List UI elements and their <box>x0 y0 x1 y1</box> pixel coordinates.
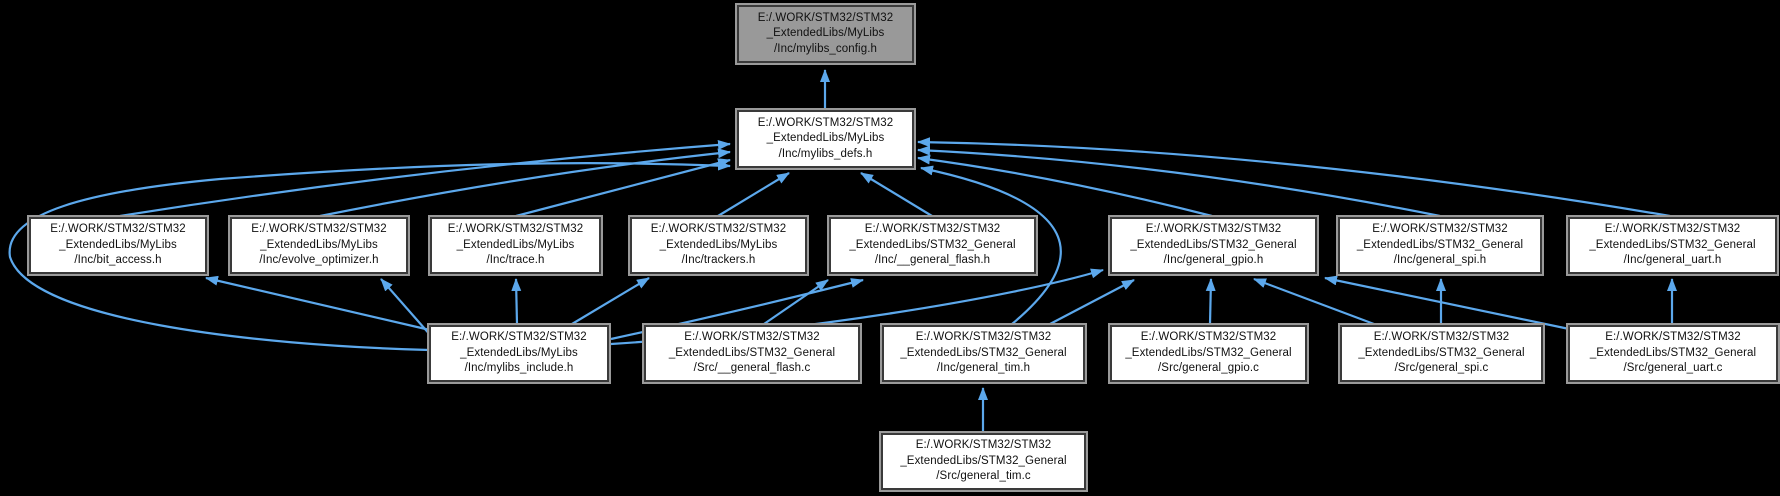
node-label-line: E:/.WORK/STM32/STM32 <box>1145 223 1282 236</box>
node-label-line: /Inc/general_tim.h <box>936 362 1031 375</box>
node-label-line: /Src/general_tim.c <box>936 470 1031 483</box>
node-label-line: E:/.WORK/STM32/STM32 <box>915 331 1052 344</box>
node-label-line: E:/.WORK/STM32/STM32 <box>650 223 787 236</box>
edge-evolve_optimizer-to-mylibs_defs <box>319 148 731 218</box>
node-label-line: _ExtendedLibs/STM32_General <box>1125 346 1292 359</box>
node-label-line: E:/.WORK/STM32/STM32 <box>757 11 894 24</box>
edge-mylibs_include-to-trackers <box>571 277 650 325</box>
node-general-flash-h[interactable]: E:/.WORK/STM32/STM32 _ExtendedLibs/STM32… <box>829 217 1036 274</box>
node-label-line: _ExtendedLibs/MyLibs <box>766 27 885 40</box>
edge-mylibs_include-to-trace <box>511 278 522 325</box>
node-general-gpio-c[interactable]: E:/.WORK/STM32/STM32 _ExtendedLibs/STM32… <box>1110 325 1307 382</box>
node-general-tim-c[interactable]: E:/.WORK/STM32/STM32 _ExtendedLibs/STM32… <box>881 433 1086 490</box>
node-general-gpio-h[interactable]: E:/.WORK/STM32/STM32 _ExtendedLibs/STM32… <box>1110 217 1317 274</box>
node-label-line: _ExtendedLibs/MyLibs <box>659 238 778 251</box>
node-label-line: /Inc/mylibs_defs.h <box>778 147 873 160</box>
node-general-flash-c[interactable]: E:/.WORK/STM32/STM32 _ExtendedLibs/STM32… <box>644 325 860 382</box>
node-label-line: /Inc/general_uart.h <box>1623 254 1722 267</box>
edge-general_uart_h-to-mylibs_defs <box>917 137 1671 218</box>
node-general-tim-h[interactable]: E:/.WORK/STM32/STM32 _ExtendedLibs/STM32… <box>882 325 1085 382</box>
edge-trace-to-mylibs_defs <box>515 158 731 218</box>
edge-general_flash_h-to-mylibs_defs <box>860 172 933 217</box>
node-bit-access-h[interactable]: E:/.WORK/STM32/STM32 _ExtendedLibs/MyLib… <box>29 217 207 274</box>
node-label-line: _ExtendedLibs/MyLibs <box>766 132 885 145</box>
node-label-line: _ExtendedLibs/STM32_General <box>1589 346 1757 359</box>
node-label-line: /Src/general_spi.c <box>1394 362 1489 375</box>
node-label-line: /Inc/mylibs_include.h <box>464 362 574 375</box>
node-label-line: E:/.WORK/STM32/STM32 <box>1604 223 1741 236</box>
node-label-line: E:/.WORK/STM32/STM32 <box>447 223 584 236</box>
node-label-line: _ExtendedLibs/STM32_General <box>1358 346 1525 359</box>
node-label-line: E:/.WORK/STM32/STM32 <box>251 223 387 236</box>
edge-mylibs_include-to-evolve_optimizer <box>380 278 433 338</box>
node-general-uart-c[interactable]: E:/.WORK/STM32/STM32 _ExtendedLibs/STM32… <box>1568 325 1778 382</box>
edge-general_flash_c-to-general_flash_h <box>763 279 829 325</box>
node-label-line: E:/.WORK/STM32/STM32 <box>1605 331 1741 344</box>
edge-mylibs_include-to-general_flash_h <box>610 278 864 341</box>
node-label-line: _ExtendedLibs/STM32_General <box>900 346 1067 359</box>
node-label-line: /Inc/__general_flash.h <box>874 254 991 267</box>
node-label-line: /Inc/bit_access.h <box>74 254 162 267</box>
node-label-line: E:/.WORK/STM32/STM32 <box>864 223 1001 236</box>
node-label-line: /Src/__general_flash.c <box>693 362 811 375</box>
node-label-line: E:/.WORK/STM32/STM32 <box>50 223 186 236</box>
node-label-line: /Inc/general_spi.h <box>1393 254 1487 267</box>
node-label-line: _ExtendedLibs/STM32_General <box>1130 238 1297 251</box>
node-label-line: E:/.WORK/STM32/STM32 <box>684 331 820 344</box>
edge-general_tim_h-to-general_gpio_h <box>1049 279 1135 325</box>
node-mylibs-include-h[interactable]: E:/.WORK/STM32/STM32 _ExtendedLibs/MyLib… <box>429 325 609 382</box>
node-general-spi-c[interactable]: E:/.WORK/STM32/STM32 _ExtendedLibs/STM32… <box>1340 325 1543 382</box>
node-label-line: _ExtendedLibs/STM32_General <box>668 346 836 359</box>
edge-trackers-to-mylibs_defs <box>717 172 790 217</box>
node-label-line: /Src/general_gpio.c <box>1158 362 1259 375</box>
node-trace-h[interactable]: E:/.WORK/STM32/STM32 _ExtendedLibs/MyLib… <box>430 217 601 274</box>
node-label-line: /Inc/evolve_optimizer.h <box>259 254 379 267</box>
node-label-line: /Inc/mylibs_config.h <box>774 42 877 55</box>
edge-bit_access-to-mylibs_defs <box>119 139 731 218</box>
node-label-line: E:/.WORK/STM32/STM32 <box>1140 331 1277 344</box>
node-label-line: E:/.WORK/STM32/STM32 <box>451 331 587 344</box>
node-label-line: E:/.WORK/STM32/STM32 <box>1373 331 1510 344</box>
node-label-line: /Src/general_uart.c <box>1623 362 1723 375</box>
edge-mylibs_include-to-mylibs_defs <box>8 160 731 352</box>
node-label-line: _ExtendedLibs/MyLibs <box>456 238 575 251</box>
edge-general_uart_c-to-general_gpio_h <box>1324 275 1575 332</box>
edge-general_spi_h-to-mylibs_defs <box>917 145 1441 218</box>
node-general-uart-h[interactable]: E:/.WORK/STM32/STM32 _ExtendedLibs/STM32… <box>1568 217 1777 274</box>
edge-general_gpio_c-to-general_gpio_h <box>1205 278 1216 325</box>
edge-general_gpio_h-to-mylibs_defs <box>917 154 1213 218</box>
node-trackers-h[interactable]: E:/.WORK/STM32/STM32 _ExtendedLibs/MyLib… <box>630 217 807 274</box>
node-evolve-optimizer-h[interactable]: E:/.WORK/STM32/STM32 _ExtendedLibs/MyLib… <box>230 217 408 274</box>
node-label-line: /Inc/general_gpio.h <box>1163 254 1264 267</box>
edge-general_tim_h-to-mylibs_defs <box>920 165 1062 325</box>
node-label-line: _ExtendedLibs/MyLibs <box>59 238 177 251</box>
node-mylibs-config-h[interactable]: E:/.WORK/STM32/STM32 _ExtendedLibs/MyLib… <box>737 5 914 63</box>
node-mylibs-defs-h[interactable]: E:/.WORK/STM32/STM32 _ExtendedLibs/MyLib… <box>737 110 914 168</box>
node-general-spi-h[interactable]: E:/.WORK/STM32/STM32 _ExtendedLibs/STM32… <box>1338 217 1542 274</box>
node-label-line: /Inc/trace.h <box>486 254 545 267</box>
node-label-line: _ExtendedLibs/STM32_General <box>900 454 1067 467</box>
node-label-line: E:/.WORK/STM32/STM32 <box>757 116 894 129</box>
node-label-line: _ExtendedLibs/STM32_General <box>1356 238 1524 251</box>
node-label-line: _ExtendedLibs/MyLibs <box>460 346 578 359</box>
node-label-line: _ExtendedLibs/STM32_General <box>1589 238 1756 251</box>
edge-mylibs_include-to-bit_access <box>205 275 431 332</box>
node-label-line: /Inc/trackers.h <box>681 254 756 267</box>
node-label-line: _ExtendedLibs/MyLibs <box>260 238 378 251</box>
node-label-line: E:/.WORK/STM32/STM32 <box>1372 223 1508 236</box>
node-label-line: _ExtendedLibs/STM32_General <box>849 238 1016 251</box>
node-label-line: E:/.WORK/STM32/STM32 <box>915 439 1052 452</box>
edge-general_spi_c-to-general_gpio_h <box>1253 277 1375 326</box>
